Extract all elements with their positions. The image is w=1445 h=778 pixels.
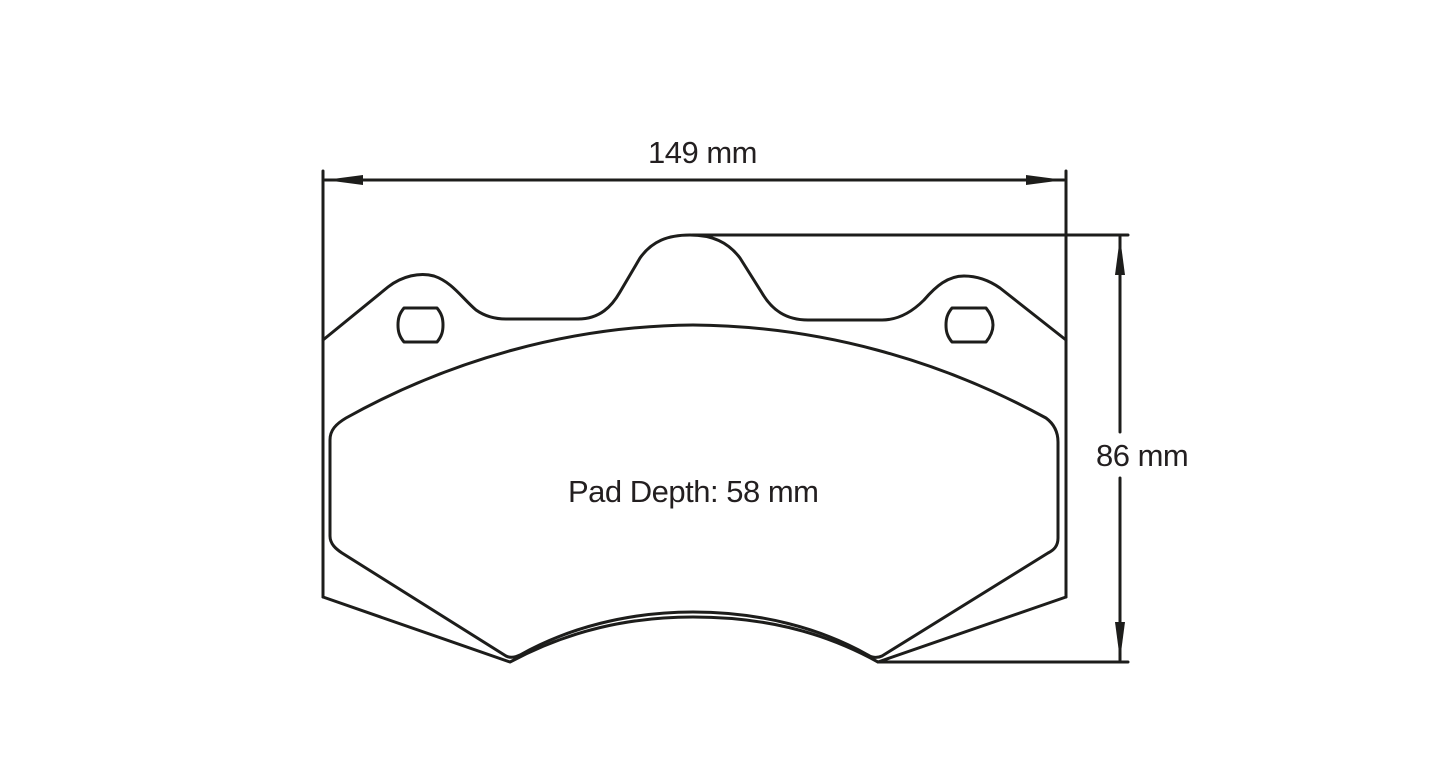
right-slot-outline: [944, 306, 995, 344]
height-dimension: [691, 233, 1130, 664]
left-slot-outline: [396, 306, 445, 344]
backing-plate-outline: [321, 233, 1068, 664]
width-label: 149 mm: [648, 135, 757, 170]
height-label: 86 mm: [1096, 438, 1189, 473]
width-dimension: [321, 169, 1068, 599]
friction-material-outline: [328, 323, 1060, 659]
pad-depth-label: Pad Depth: 58 mm: [568, 474, 819, 509]
